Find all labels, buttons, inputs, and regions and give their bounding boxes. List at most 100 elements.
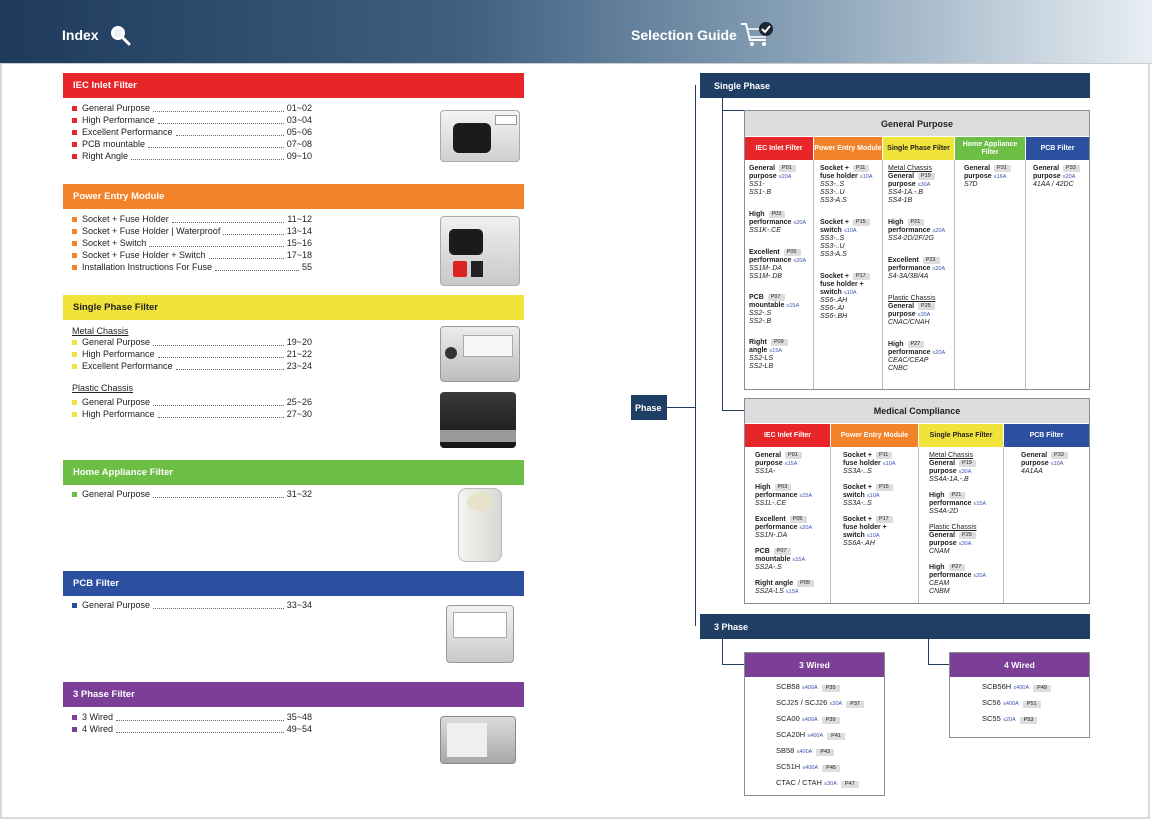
current-rating: ≤400A (801, 717, 818, 723)
column-divider (954, 160, 955, 389)
cart-check-icon (740, 20, 776, 48)
model-name: SCJ25 / SCJ26 (776, 698, 828, 707)
index-entry-label: General Purpose (82, 489, 151, 499)
three-phase-bar: 3 Phase (700, 614, 1090, 639)
bullet-icon (72, 105, 77, 111)
page-tag: P49 (1033, 685, 1051, 692)
model-name: SC56 (982, 698, 1001, 707)
index-entry-pages: 11~12 (287, 214, 312, 224)
3-phase-filter-image (440, 716, 516, 764)
dot-leader (153, 339, 284, 346)
index-entry-label: General Purpose (82, 337, 151, 347)
index-title: Index (62, 27, 99, 43)
mc-column-header: PCB Filter (1004, 424, 1089, 447)
index-entry-label: Excellent Performance (82, 127, 173, 137)
model-name: CTAC / CTAH (776, 778, 822, 787)
dot-leader (153, 602, 284, 609)
model-name: SCB58 (776, 682, 800, 691)
page-tag: P43 (816, 749, 835, 756)
bullet-icon (72, 216, 77, 222)
power-entry-module-image (440, 216, 520, 286)
phase-box: Phase (631, 395, 667, 420)
bullet-icon (72, 411, 77, 417)
dot-leader (157, 117, 284, 124)
mc-column-header: Single Phase Filter (919, 424, 1003, 447)
connector-line (722, 410, 744, 411)
index-entry-label: Excellent Performance (82, 361, 173, 371)
model-name: SC51H (776, 762, 801, 771)
dot-leader (148, 141, 284, 148)
index-entry[interactable]: Socket + Fuse Holder 11~12 (72, 213, 312, 225)
bullet-icon (72, 129, 77, 135)
index-entry-label: Socket + Fuse Holder | Waterproof (82, 226, 221, 236)
metal-chassis-label: Metal Chassis (72, 326, 129, 336)
index-entry-label: Socket + Fuse Holder (82, 214, 169, 224)
index-entry-label: General Purpose (82, 103, 151, 113)
mc-column-header: IEC Inlet Filter (745, 424, 830, 447)
page-tag: P41 (827, 733, 845, 740)
gp-column-header: Single Phase Filter (883, 137, 954, 160)
guide-title: Selection Guide (631, 27, 737, 43)
connector-line (667, 407, 695, 408)
dot-leader (175, 129, 284, 136)
current-rating: ≤400A (1013, 685, 1030, 691)
index-entry-pages: 31~32 (286, 489, 312, 499)
index-entry[interactable]: General Purpose 31~32 (72, 488, 312, 500)
index-entry-label: Socket + Fuse Holder + Switch (82, 250, 206, 260)
dot-leader (149, 240, 284, 247)
dot-leader (157, 351, 284, 358)
index-entry-label: High Performance (82, 409, 155, 419)
bullet-icon (72, 153, 77, 159)
index-entry-pages: 55 (301, 262, 312, 272)
general-purpose-title: General Purpose (745, 111, 1089, 136)
section-pcb-filter: PCB Filter (63, 571, 524, 596)
bullet-icon (72, 491, 77, 497)
current-rating: ≤400A (801, 685, 818, 691)
index-entry-label: General Purpose (82, 600, 151, 610)
page-tag: P37 (846, 701, 864, 708)
section-3-phase-filter: 3 Phase Filter (63, 682, 524, 707)
current-rating: ≤400A (807, 733, 824, 739)
single-phase-bar: Single Phase (700, 73, 1090, 98)
connector-line (928, 664, 950, 665)
index-entry-pages: 03~04 (286, 115, 312, 125)
column-divider (918, 447, 919, 603)
dot-leader (116, 714, 284, 721)
model-name: SCA00 (776, 714, 800, 723)
index-entry-pages: 35~48 (286, 712, 312, 722)
model-name: SC55 (982, 714, 1001, 723)
gp-column-header: PCB Filter (1026, 137, 1089, 160)
current-rating: ≤400A (1002, 701, 1019, 707)
medical-compliance-title: Medical Compliance (745, 399, 1089, 423)
